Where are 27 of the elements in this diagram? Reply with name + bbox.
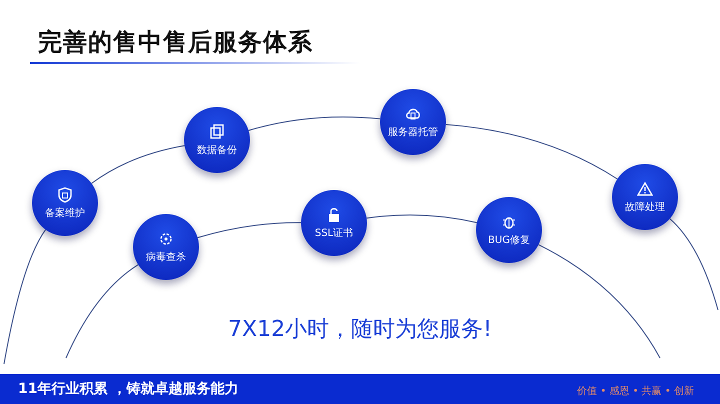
connector-arc bbox=[669, 218, 718, 310]
service-circle bbox=[184, 107, 250, 173]
service-name: 数据备份 bbox=[197, 144, 237, 156]
service-circle bbox=[380, 89, 446, 155]
service-name: SSL证书 bbox=[314, 226, 354, 240]
connector-arc bbox=[66, 264, 139, 358]
connector-arc bbox=[538, 244, 660, 358]
footer-tagline: 11年行业积累 ，铸就卓越服务能力 bbox=[18, 380, 238, 398]
values-motto: 价值 • 感恩 • 共赢 • 创新 bbox=[577, 384, 694, 398]
slide-title: 完善的售中售后服务体系 bbox=[38, 27, 313, 58]
connector-arc bbox=[248, 116, 381, 131]
connector-arc bbox=[4, 229, 46, 364]
connector-arc bbox=[91, 145, 185, 184]
service-name: 病毒查杀 bbox=[146, 250, 186, 264]
service-name: 故障处理 bbox=[625, 200, 665, 214]
service-name: BUG修复 bbox=[488, 234, 530, 246]
service-circle bbox=[32, 170, 98, 236]
connector-arc bbox=[197, 222, 302, 238]
connector-arc bbox=[445, 124, 618, 180]
service-circle bbox=[133, 214, 199, 280]
service-name: 服务器托管 bbox=[388, 126, 438, 138]
connector-arc bbox=[366, 214, 478, 224]
service-circle bbox=[301, 190, 367, 256]
slogan-text: 7X12小时，随时为您服务! bbox=[227, 316, 493, 344]
service-circle bbox=[476, 197, 542, 263]
service-circle bbox=[612, 164, 678, 230]
service-name: 备案维护 bbox=[45, 206, 85, 220]
